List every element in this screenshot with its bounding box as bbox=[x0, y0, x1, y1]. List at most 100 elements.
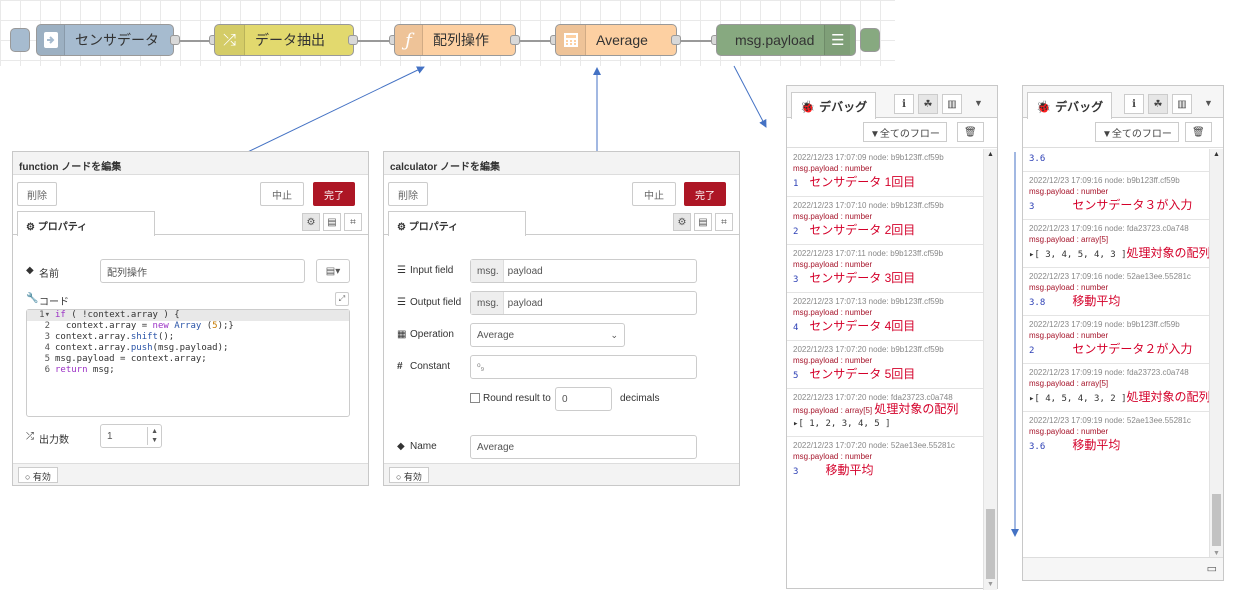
tab-properties[interactable]: ⚙ プロパティ bbox=[17, 211, 155, 236]
scroll-down-icon[interactable]: ▼ bbox=[987, 581, 994, 588]
name-input[interactable]: Average bbox=[470, 435, 697, 459]
outputs-spinner[interactable]: 1 ▲▼ bbox=[100, 424, 162, 448]
tab-debug[interactable]: 🐞 デバッグ bbox=[1027, 92, 1113, 119]
scroll-thumb[interactable] bbox=[1212, 494, 1221, 546]
output-port[interactable] bbox=[348, 35, 358, 45]
scroll-down-icon[interactable]: ▼ bbox=[1213, 550, 1220, 557]
trash-icon[interactable]: 🗑 bbox=[1185, 122, 1212, 142]
message-value: 2 bbox=[1029, 346, 1035, 356]
output-port[interactable] bbox=[510, 35, 520, 45]
scroll-up-icon[interactable]: ▲ bbox=[987, 151, 994, 158]
document-icon[interactable]: ▤ bbox=[694, 213, 712, 231]
document-icon[interactable]: ▤ bbox=[323, 213, 341, 231]
cancel-button[interactable]: 中止 bbox=[632, 182, 676, 206]
expand-icon[interactable]: ⤢ bbox=[335, 292, 349, 306]
tab-label: デバッグ bbox=[1055, 100, 1104, 114]
delete-button[interactable]: 削除 bbox=[17, 182, 57, 206]
round-checkbox[interactable] bbox=[470, 393, 480, 403]
done-button[interactable]: 完了 bbox=[313, 182, 355, 206]
gear-icon[interactable]: ⚙ bbox=[302, 213, 320, 231]
outputs-label: 出力数 bbox=[39, 435, 69, 446]
output-field-input[interactable]: msg. payload bbox=[470, 291, 697, 315]
chevron-down-icon[interactable]: ▼ bbox=[974, 98, 983, 108]
bug-icon[interactable]: ☘ bbox=[918, 94, 938, 114]
debug-message[interactable]: 2022/12/23 17:09:19 node: 52ae13ee.55281… bbox=[1023, 412, 1209, 459]
chart-icon[interactable]: ▥ bbox=[942, 94, 962, 114]
debug-message[interactable]: 2022/12/23 17:07:09 node: b9b123ff.cf59b… bbox=[787, 149, 983, 197]
debug-message[interactable]: 2022/12/23 17:07:20 node: 52ae13ee.55281… bbox=[787, 437, 983, 484]
bug-icon[interactable]: ☘ bbox=[1148, 94, 1168, 114]
output-port[interactable] bbox=[671, 35, 681, 45]
message-value: 3.6 bbox=[1029, 154, 1046, 164]
frame-icon[interactable]: ⌗ bbox=[715, 213, 733, 231]
node-label: Average bbox=[596, 32, 648, 48]
filter-all-flows-button[interactable]: ▼全てのフロー bbox=[1095, 122, 1179, 142]
debug-messages: 3.6 2022/12/23 17:09:16 node: b9b123ff.c… bbox=[1023, 149, 1209, 559]
debug-message[interactable]: 2022/12/23 17:07:10 node: b9b123ff.cf59b… bbox=[787, 197, 983, 245]
message-value[interactable]: ▸[ 3, 4, 5, 4, 3 ] bbox=[1029, 250, 1127, 260]
chart-icon[interactable]: ▥ bbox=[1172, 94, 1192, 114]
message-topic: msg.payload : number bbox=[793, 212, 873, 221]
cancel-button[interactable]: 中止 bbox=[260, 182, 304, 206]
monitor-icon[interactable]: ▭ bbox=[1206, 563, 1217, 575]
spinner-arrows-icon[interactable]: ▲▼ bbox=[147, 427, 158, 445]
enabled-toggle[interactable]: ○ 有効 bbox=[18, 467, 58, 483]
debug-message[interactable]: 2022/12/23 17:09:16 node: fda23723.c0a74… bbox=[1023, 220, 1209, 268]
wrench-icon: 🔧 bbox=[26, 293, 39, 304]
scrollbar[interactable]: ▲ ▼ bbox=[983, 149, 997, 590]
frame-icon[interactable]: ⌗ bbox=[344, 213, 362, 231]
name-input[interactable]: 配列操作 bbox=[100, 259, 305, 283]
flow-node-debug[interactable]: msg.payload ☰ bbox=[716, 24, 856, 56]
input-field-input[interactable]: msg. payload bbox=[470, 259, 697, 283]
debug-message[interactable]: 2022/12/23 17:09:19 node: fda23723.c0a74… bbox=[1023, 364, 1209, 412]
trash-icon[interactable]: 🗑 bbox=[957, 122, 984, 142]
flow-node-function[interactable]: ƒ 配列操作 bbox=[394, 24, 516, 56]
constant-input[interactable]: ⁰₉ bbox=[470, 355, 697, 379]
round-label: Round result to bbox=[483, 393, 551, 404]
wire bbox=[517, 40, 555, 42]
debug-message[interactable]: 2022/12/23 17:09:16 node: 52ae13ee.55281… bbox=[1023, 268, 1209, 316]
debug-message[interactable]: 2022/12/23 17:09:19 node: b9b123ff.cf59b… bbox=[1023, 316, 1209, 364]
tab-debug[interactable]: 🐞 デバッグ bbox=[791, 92, 877, 119]
round-decimals-input[interactable]: 0 bbox=[555, 387, 612, 411]
output-port[interactable] bbox=[170, 35, 180, 45]
function-icon: ƒ bbox=[395, 25, 423, 55]
annotation-note: 処理対象の配列 bbox=[1126, 390, 1209, 404]
debug-toggle-button[interactable] bbox=[860, 28, 880, 52]
enabled-toggle[interactable]: ○ 有効 bbox=[389, 467, 429, 483]
inject-button[interactable] bbox=[10, 28, 30, 52]
info-icon[interactable]: i bbox=[894, 94, 914, 114]
code-editor[interactable]: 1▾if ( !context.array ) { 2 context.arra… bbox=[26, 309, 350, 417]
sidebar-tabs: 🐞 デバッグ i ☘ ▥ ▼ bbox=[1023, 86, 1223, 119]
done-button[interactable]: 完了 bbox=[684, 182, 726, 206]
debug-message[interactable]: 2022/12/23 17:07:20 node: fda23723.c0a74… bbox=[787, 389, 983, 437]
tab-properties[interactable]: ⚙ プロパティ bbox=[388, 211, 526, 236]
chevron-down-icon[interactable]: ▼ bbox=[1204, 98, 1213, 108]
scrollbar[interactable]: ▲ ▼ bbox=[1209, 149, 1223, 559]
debug-message[interactable]: 2022/12/23 17:07:20 node: b9b123ff.cf59b… bbox=[787, 341, 983, 389]
flow-node-calculator[interactable]: Average bbox=[555, 24, 677, 56]
debug-message[interactable]: 2022/12/23 17:07:11 node: b9b123ff.cf59b… bbox=[787, 245, 983, 293]
icon-select-button[interactable]: ▤▾ bbox=[316, 259, 350, 283]
message-value[interactable]: ▸[ 4, 5, 4, 3, 2 ] bbox=[1029, 394, 1127, 404]
operation-select[interactable]: Average ⌄ bbox=[470, 323, 625, 347]
scroll-thumb[interactable] bbox=[986, 509, 995, 579]
debug-message[interactable]: 2022/12/23 17:09:16 node: b9b123ff.cf59b… bbox=[1023, 172, 1209, 220]
debug-message[interactable]: 3.6 bbox=[1023, 149, 1209, 172]
tab-bar: ⚙ プロパティ ⚙ ▤ ⌗ bbox=[13, 211, 368, 236]
gear-icon[interactable]: ⚙ bbox=[673, 213, 691, 231]
filter-all-flows-button[interactable]: ▼全てのフロー bbox=[863, 122, 947, 142]
message-value: 2 bbox=[793, 227, 799, 237]
flow-node-change[interactable]: ⤮ データ抽出 bbox=[214, 24, 354, 56]
annotation-note: センサデータ 5回目 bbox=[809, 367, 916, 381]
operation-label: Operation bbox=[410, 329, 454, 340]
annotation-note: センサデータ 2回目 bbox=[809, 223, 916, 237]
scroll-up-icon[interactable]: ▲ bbox=[1213, 151, 1220, 158]
annotation-note: 移動平均 bbox=[825, 463, 874, 477]
info-icon[interactable]: i bbox=[1124, 94, 1144, 114]
delete-button[interactable]: 削除 bbox=[388, 182, 428, 206]
number-type-icon: ⁰₉ bbox=[477, 361, 485, 372]
debug-message[interactable]: 2022/12/23 17:07:13 node: b9b123ff.cf59b… bbox=[787, 293, 983, 341]
message-value[interactable]: ▸[ 1, 2, 3, 4, 5 ] bbox=[793, 419, 891, 429]
debug-messages: 2022/12/23 17:07:09 node: b9b123ff.cf59b… bbox=[787, 149, 983, 590]
